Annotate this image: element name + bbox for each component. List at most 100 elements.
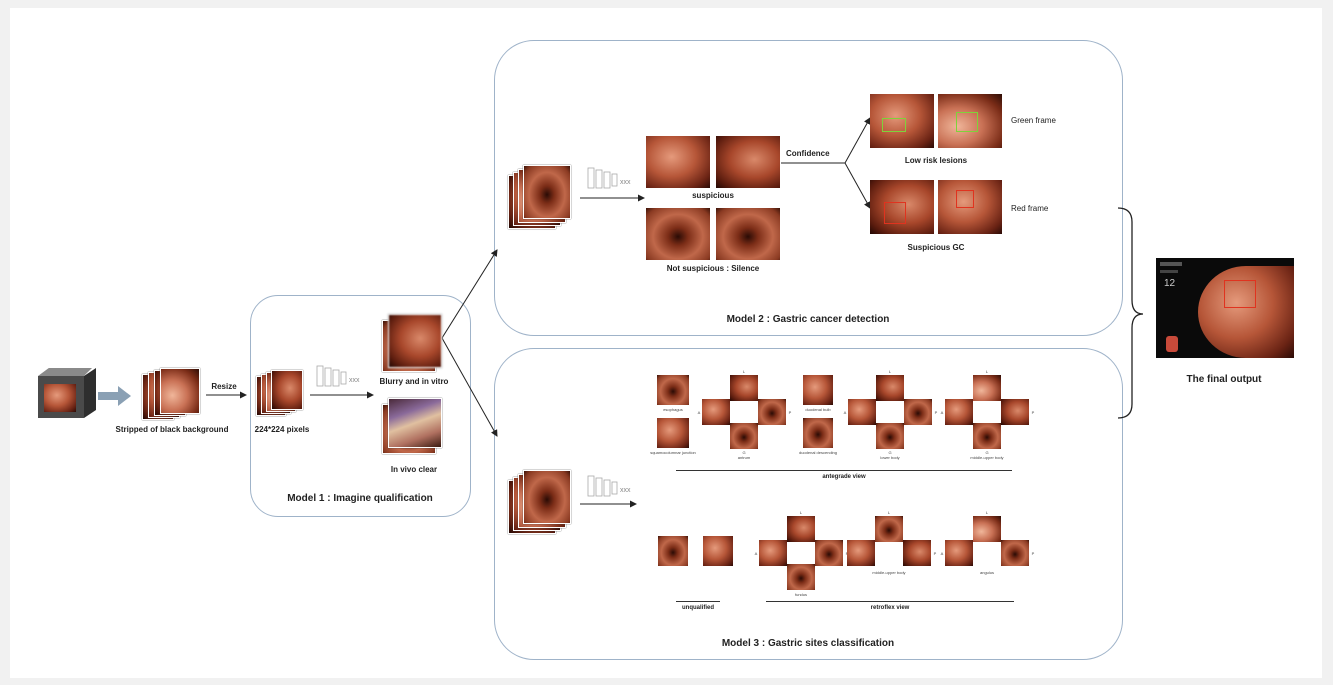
svg-text:xxx: xxx [620, 487, 631, 494]
model2-nn-icon: xxx [586, 164, 636, 192]
model3-input-stack [508, 470, 572, 536]
confidence-label: Confidence [786, 149, 830, 158]
fundus-label: fundus [794, 592, 808, 597]
resized-image-stack [256, 370, 306, 416]
sq-junction-image [657, 418, 689, 448]
mub-r-right [903, 540, 931, 566]
fundus-top [787, 516, 815, 542]
mub-a-A: A [940, 410, 944, 415]
model1-title: Model 1 : Imagine qualification [287, 493, 433, 504]
fundus-L: L [799, 510, 803, 515]
duodenal-bulb-label: duodenal bulb [805, 407, 831, 412]
suspicious-gc-image-1 [870, 180, 934, 234]
low-risk-image-2 [938, 94, 1002, 148]
mub-r-left [847, 540, 875, 566]
antegrade-rule [676, 470, 1012, 471]
not-suspicious-image-2 [716, 208, 780, 260]
green-frame-label: Green frame [1011, 116, 1056, 125]
svg-text:xxx: xxx [620, 179, 631, 186]
mub-a-top [973, 375, 1001, 401]
mub-r-L: L [887, 510, 891, 515]
suspicious-label: suspicious [692, 191, 734, 200]
model2-input-stack [508, 165, 572, 231]
antrum-label: antrum [737, 455, 751, 460]
antegrade-label: antegrade view [822, 474, 866, 480]
blurry-image-stack [382, 314, 442, 374]
mub-a-P: P [1031, 410, 1035, 415]
red-frame-label: Red frame [1011, 204, 1049, 213]
esophagus-label: esophagus [663, 407, 683, 412]
angulus-P: P [1031, 551, 1035, 556]
final-output-label: The final output [1186, 374, 1262, 385]
input-arrow [98, 386, 131, 406]
duodenal-desc-label: duodenal descending [798, 450, 838, 455]
retroflex-rule [766, 601, 1014, 602]
invivo-label: In vivo clear [390, 465, 438, 474]
antrum-L: L [742, 369, 746, 374]
lower-body-top [876, 375, 904, 401]
angulus-A: A [940, 551, 944, 556]
lower-body-label: lower body [880, 455, 900, 460]
angulus-L: L [985, 510, 989, 515]
final-number: 12 [1164, 278, 1176, 289]
blurry-label: Blurry and in vitro [379, 377, 449, 386]
antrum-bottom [730, 423, 758, 449]
unqualified-image-1 [658, 536, 688, 566]
suspicious-image-2 [716, 136, 780, 188]
lower-body-L: L [888, 369, 892, 374]
low-risk-label: Low risk lesions [904, 156, 968, 165]
invivo-image-stack [382, 398, 442, 458]
diagram-canvas: Resize Stripped of black background 224*… [10, 8, 1322, 678]
neural-network-icon: xxx [315, 362, 365, 390]
mub-a-bottom [973, 423, 1001, 449]
suspicious-gc-label: Suspicious GC [907, 243, 965, 252]
mub-r-P: P [933, 551, 937, 556]
mub-a-L: L [985, 369, 989, 374]
mub-a-G: G [985, 450, 989, 455]
fundus-A: A [754, 551, 758, 556]
angulus-top [973, 516, 1001, 542]
pixels-label: 224*224 pixels [254, 425, 310, 434]
not-suspicious-label: Not suspicious : Silence [666, 264, 760, 273]
antrum-G: G [742, 450, 746, 455]
lower-body-right [904, 399, 932, 425]
fundus-left [759, 540, 787, 566]
unqualified-label: unqualified [682, 605, 714, 611]
model3-title: Model 3 : Gastric sites classification [721, 638, 895, 649]
stripped-image-stack [142, 368, 202, 420]
mub-a-label: middle-upper body [970, 455, 1004, 460]
duodenal-desc-image [803, 418, 833, 448]
mub-a-left [945, 399, 973, 425]
fundus-right [815, 540, 843, 566]
esophagus-image [657, 375, 689, 405]
connectors [98, 117, 1144, 508]
model2-title: Model 2 : Gastric cancer detection [726, 314, 890, 325]
mub-r-label: middle-upper body [872, 570, 906, 575]
angulus-label: angulus [979, 570, 995, 575]
antrum-A: A [697, 410, 701, 415]
lower-body-left [848, 399, 876, 425]
antrum-top [730, 375, 758, 401]
model3-nn-icon: xxx [586, 472, 636, 500]
stripped-label: Stripped of black background [115, 425, 229, 434]
low-risk-image-1 [870, 94, 934, 148]
svg-text:xxx: xxx [349, 377, 360, 384]
antrum-right [758, 399, 786, 425]
suspicious-gc-image-2 [938, 180, 1002, 234]
antrum-P: P [788, 410, 792, 415]
retroflex-label: retroflex view [870, 605, 910, 611]
lower-body-P: P [934, 410, 938, 415]
unqualified-image-2 [703, 536, 733, 566]
sq-junction-label: squamocolumnar junction [650, 450, 696, 455]
angulus-right [1001, 540, 1029, 566]
fundus-bottom [787, 564, 815, 590]
angulus-left [945, 540, 973, 566]
lower-body-bottom [876, 423, 904, 449]
resize-label: Resize [211, 382, 237, 391]
not-suspicious-image-1 [646, 208, 710, 260]
final-output-screen: 12 [1156, 258, 1294, 358]
duodenal-bulb-image [803, 375, 833, 405]
input-video-box [38, 368, 98, 418]
lower-body-G: G [888, 450, 892, 455]
lower-body-A: A [843, 410, 847, 415]
